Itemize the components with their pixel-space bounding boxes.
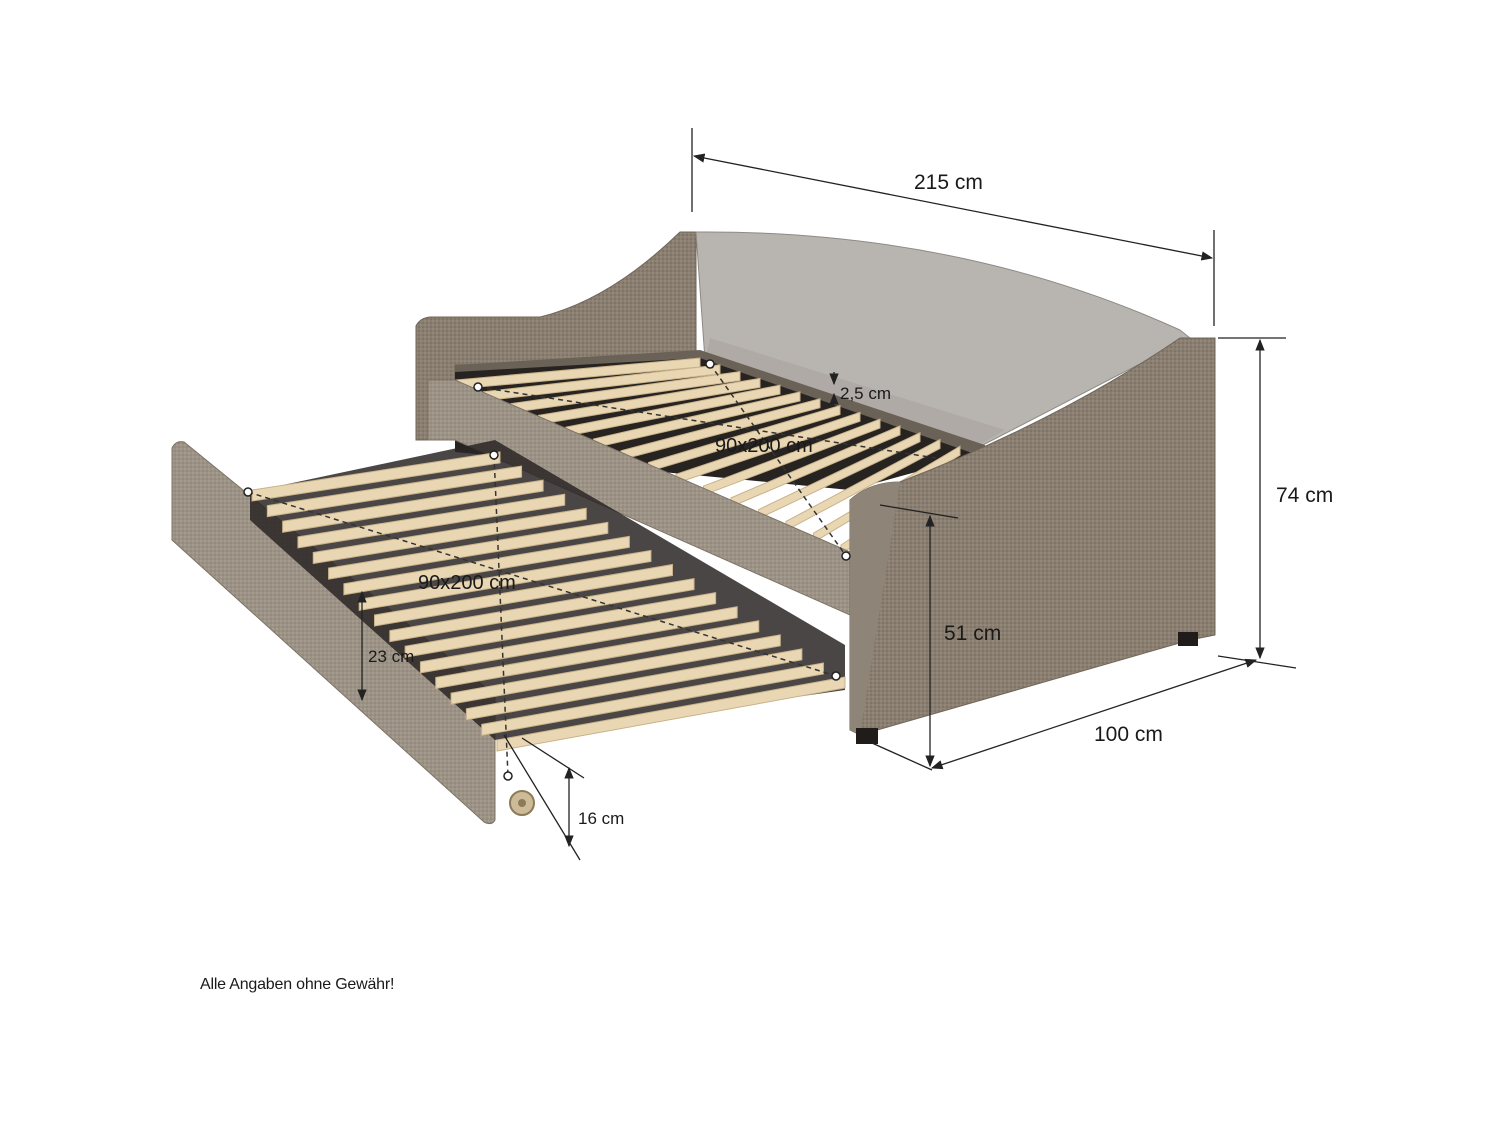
length-label: 215 cm: [914, 171, 983, 194]
foot-front: [856, 728, 878, 744]
foot-back: [1178, 632, 1198, 646]
trundle-slat: [251, 451, 501, 502]
trundle-slat: [343, 535, 630, 596]
trundle-slat: [374, 563, 673, 627]
trundle-height-label: 23 cm: [368, 647, 414, 666]
trundle-slat: [282, 479, 544, 533]
trundle-slat: [404, 592, 717, 658]
trundle-slat: [481, 662, 824, 736]
slat-thickness-label: 2,5 cm: [840, 384, 891, 403]
trundle-slat: [312, 507, 587, 565]
trundle-slats: [251, 451, 846, 752]
height-label: 74 cm: [1276, 484, 1333, 507]
daybed-front: [427, 337, 1216, 744]
trundle-slat: [450, 634, 781, 705]
trundle-slat: [435, 620, 760, 690]
main-slats: [455, 357, 981, 555]
diagonal-endpoints: [243, 359, 851, 781]
trundle-side-panel: [171, 441, 496, 825]
seat-height-label: 51 cm: [944, 622, 1001, 645]
trundle-slat: [297, 493, 566, 549]
trundle-caster: [509, 790, 535, 816]
depth-label: 100 cm: [1094, 723, 1163, 746]
trundle-slat: [465, 648, 803, 721]
trundle-slat: [328, 521, 609, 580]
trundle-slat: [389, 577, 695, 643]
trundle-mattress-label: 90x200 cm: [418, 572, 516, 594]
trundle-slat: [419, 606, 738, 674]
dimension-lines: [357, 128, 1297, 861]
left-armrest: [415, 231, 697, 441]
trundle-clearance-label: 16 cm: [578, 809, 624, 828]
trundle-slat: [266, 465, 523, 518]
mattress-diagonals: [247, 363, 937, 777]
trundle-slat: [496, 676, 846, 752]
disclaimer-text: Alle Angaben ohne Gewähr!: [200, 976, 395, 993]
main-mattress-label: 90x200 cm: [715, 435, 813, 457]
